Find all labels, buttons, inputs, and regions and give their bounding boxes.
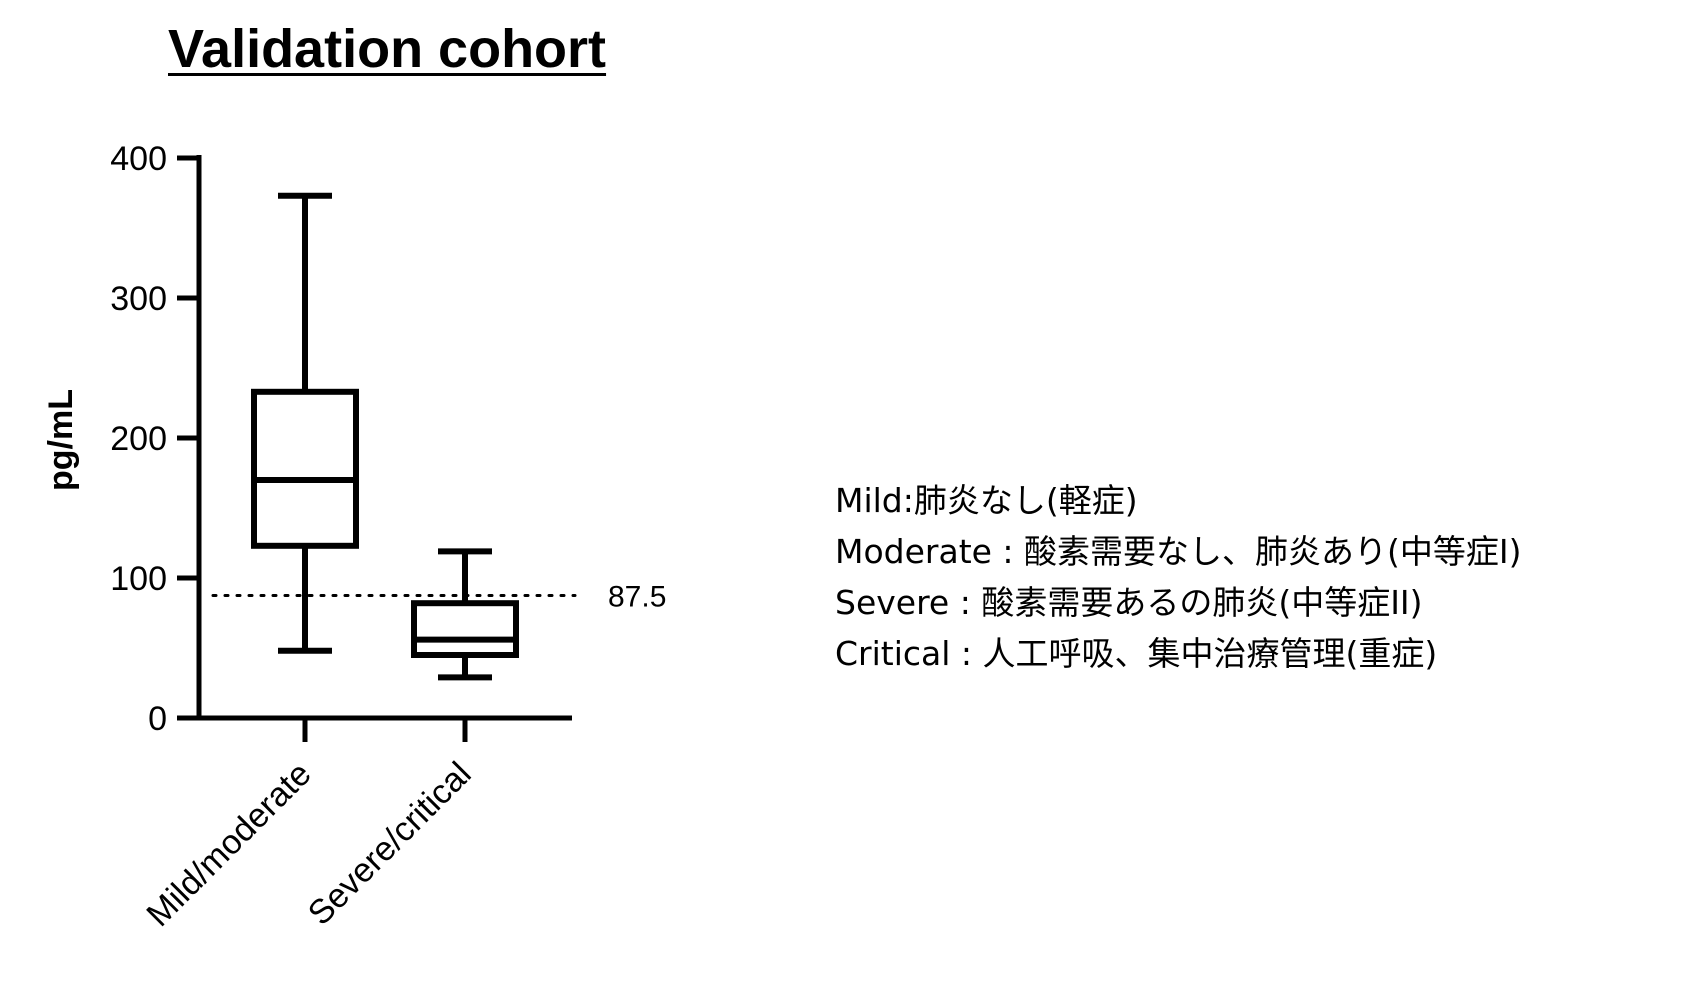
y-tick-label: 400 [110,140,167,178]
reference-line-group: 87.5 [211,581,666,614]
y-axis-ticks: 0 100 200 300 400 [110,140,199,738]
iqr-box [411,600,519,659]
x-tick-label: Mild/moderate [139,755,318,934]
definition-critical: Critical : 人工呼吸、集中治療管理(重症) [835,634,1438,673]
x-tick-label: Severe/critical [301,755,479,933]
y-tick-label: 100 [110,560,167,598]
severity-definitions: Mild:肺炎なし(軽症) Moderate : 酸素需要なし、肺炎あり(中等症… [835,475,1522,679]
iqr-box [251,388,359,549]
box-severe-critical [411,548,519,681]
box-series [251,192,519,681]
y-tick-label: 0 [148,700,167,738]
definition-moderate: Moderate : 酸素需要なし、肺炎あり(中等症I) [835,532,1522,571]
y-tick-label: 300 [110,280,167,318]
y-tick-label: 200 [110,420,167,458]
y-axis-label: pg/mL [42,389,80,491]
definition-severe: Severe : 酸素需要あるの肺炎(中等症II) [835,583,1423,622]
chart-title: Validation cohort [168,19,607,79]
definition-mild: Mild:肺炎なし(軽症) [835,481,1138,520]
box-mild-moderate [251,192,359,654]
reference-line-label: 87.5 [608,581,666,614]
